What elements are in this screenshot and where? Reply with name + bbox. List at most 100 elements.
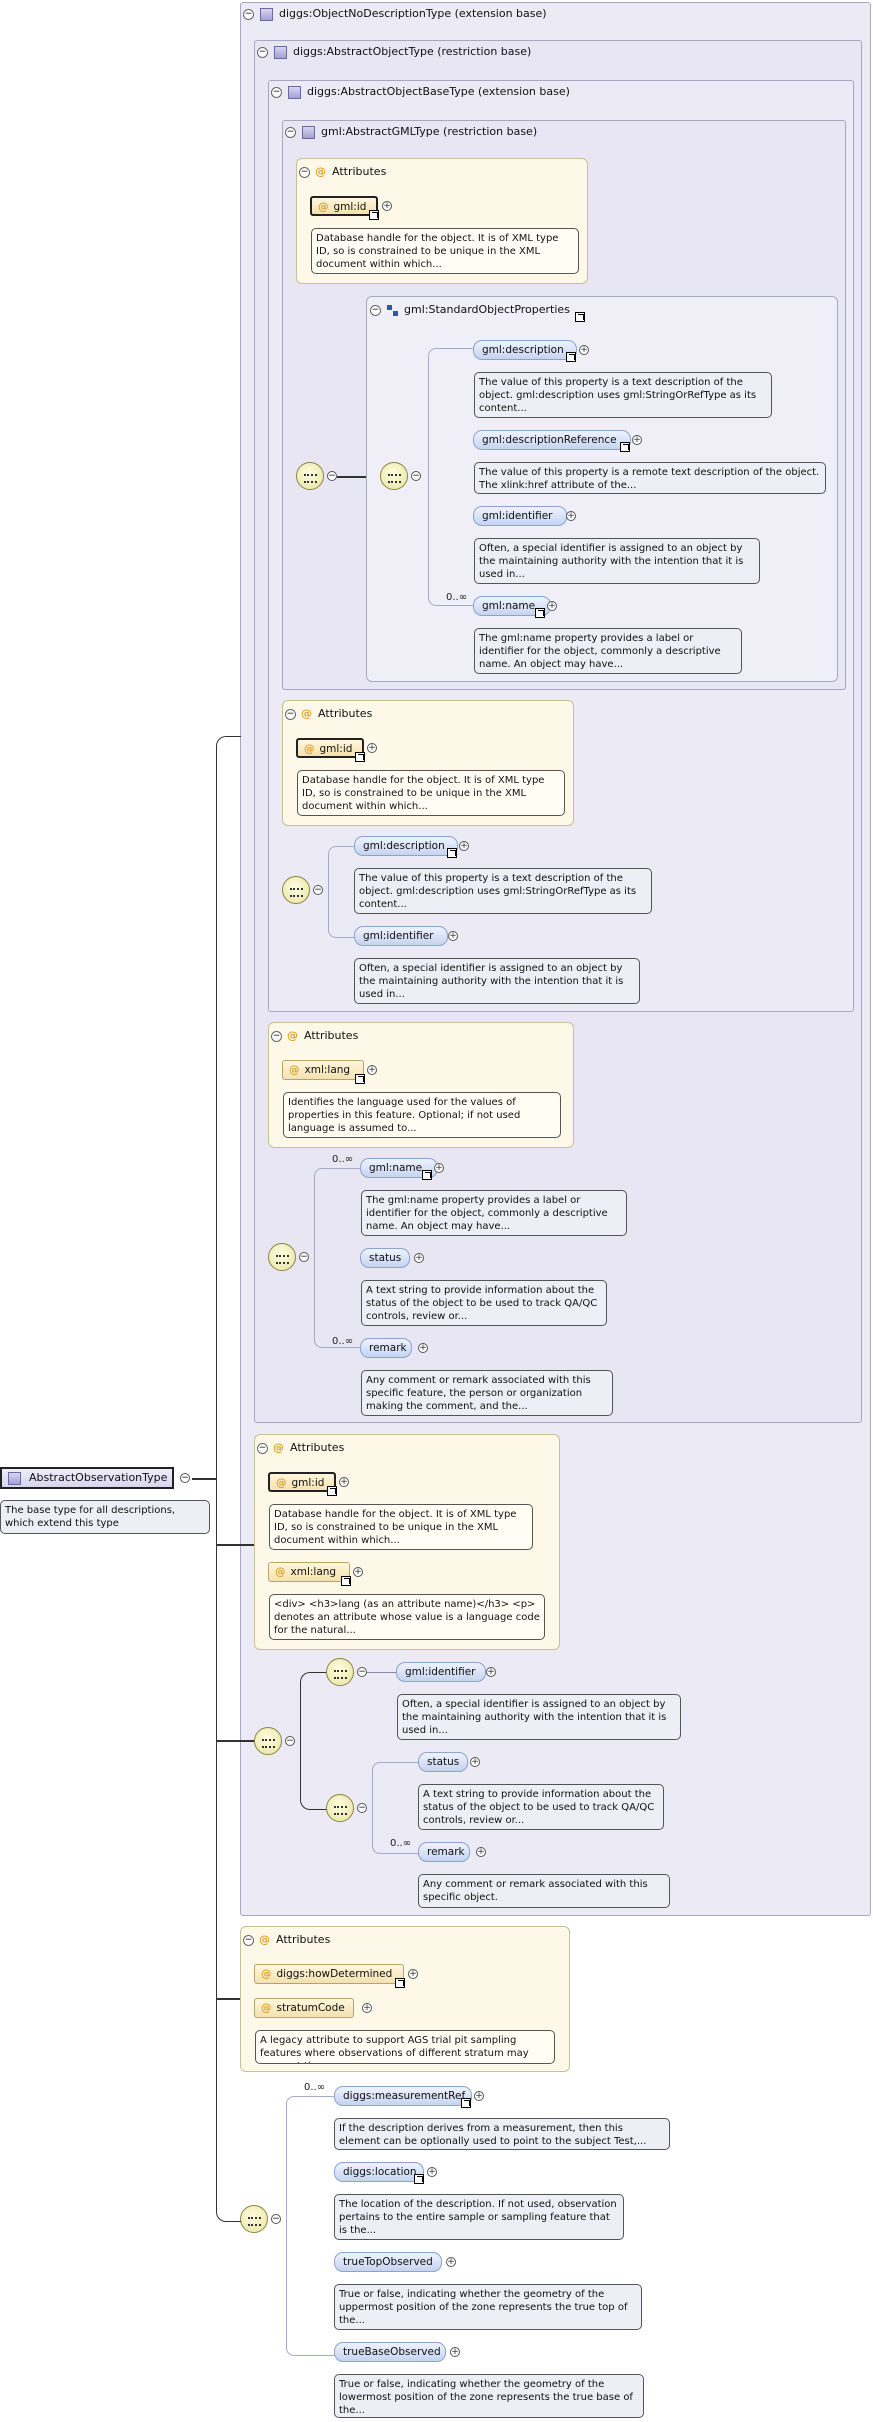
reference-link-icon[interactable]: [447, 848, 457, 858]
element-gml-identifier[interactable]: gml:identifier: [396, 1662, 486, 1682]
attributes-header[interactable]: −@Attributes: [271, 1028, 358, 1044]
collapse-toggle-icon[interactable]: −: [313, 885, 323, 895]
expand-plus-icon[interactable]: +: [459, 841, 469, 851]
attribute-xml-lang[interactable]: @xml:lang: [282, 1060, 364, 1080]
collapse-toggle-icon[interactable]: −: [299, 1252, 309, 1262]
element-gml-description[interactable]: gml:description: [354, 836, 458, 856]
reference-link-icon[interactable]: [327, 1486, 337, 1496]
attribute-gml-id[interactable]: @gml:id: [268, 1472, 336, 1492]
element-remark[interactable]: remark: [418, 1842, 470, 1862]
collapse-toggle-icon[interactable]: −: [299, 166, 310, 178]
reference-link-icon[interactable]: [355, 1074, 365, 1084]
abstractobjectbase-type-header[interactable]: −diggs:AbstractObjectBaseType (extension…: [271, 84, 570, 100]
attribute-diggs-howdetermined[interactable]: @diggs:howDetermined: [254, 1964, 404, 1984]
sequence-compositor-icon[interactable]: [296, 462, 324, 490]
reference-link-icon[interactable]: [575, 312, 585, 322]
reference-link-icon[interactable]: [535, 608, 545, 618]
sequence-compositor-icon[interactable]: [282, 876, 310, 904]
collapse-toggle-icon[interactable]: −: [411, 471, 421, 481]
expand-plus-icon[interactable]: +: [414, 1253, 424, 1263]
reference-link-icon[interactable]: [395, 1978, 405, 1988]
element-remark[interactable]: remark: [360, 1338, 412, 1358]
expand-plus-icon[interactable]: +: [427, 2167, 437, 2177]
collapse-toggle-icon[interactable]: −: [243, 1934, 254, 1946]
expand-plus-icon[interactable]: +: [486, 1667, 496, 1677]
abstractgml-type-header[interactable]: −gml:AbstractGMLType (restriction base): [285, 124, 537, 140]
collapse-toggle-icon[interactable]: −: [285, 708, 296, 720]
element-gml-name[interactable]: gml:name: [473, 596, 551, 616]
attribute-xml-lang[interactable]: @xml:lang: [268, 1562, 350, 1582]
expand-plus-icon[interactable]: +: [547, 601, 557, 611]
element-truebaseobserved[interactable]: trueBaseObserved: [334, 2342, 446, 2362]
collapse-toggle-icon[interactable]: −: [271, 86, 282, 98]
sequence-compositor-icon[interactable]: [380, 462, 408, 490]
expand-plus-icon[interactable]: +: [353, 1567, 363, 1577]
sequence-bracket: [328, 846, 355, 938]
element-status[interactable]: status: [360, 1248, 410, 1268]
attribute-gml-id[interactable]: @gml:id: [296, 738, 364, 758]
objectnodescription-type-header[interactable]: −diggs:ObjectNoDescriptionType (extensio…: [243, 6, 547, 22]
element-gml-name[interactable]: gml:name: [360, 1158, 438, 1178]
expand-plus-icon[interactable]: +: [362, 2003, 372, 2013]
standard-object-properties-header[interactable]: −gml:StandardObjectProperties: [370, 302, 570, 318]
attribute-stratumcode[interactable]: @stratumCode: [254, 1998, 354, 2018]
sequence-compositor-icon[interactable]: [326, 1658, 354, 1686]
collapse-toggle-icon[interactable]: −: [285, 126, 296, 138]
element-gml-identifier[interactable]: gml:identifier: [473, 506, 567, 526]
expand-plus-icon[interactable]: +: [476, 1847, 486, 1857]
attributes-header[interactable]: −@Attributes: [257, 1440, 344, 1456]
expand-plus-icon[interactable]: +: [566, 511, 576, 521]
reference-link-icon[interactable]: [414, 2174, 424, 2184]
collapse-toggle-icon[interactable]: −: [327, 471, 337, 481]
expand-plus-icon[interactable]: +: [339, 1477, 349, 1487]
reference-link-icon[interactable]: [355, 752, 365, 762]
reference-link-icon[interactable]: [620, 442, 630, 452]
expand-plus-icon[interactable]: +: [367, 743, 377, 753]
collapse-toggle-icon[interactable]: −: [257, 1442, 268, 1454]
attributes-header[interactable]: −@Attributes: [243, 1932, 330, 1948]
expand-plus-icon[interactable]: +: [446, 2257, 456, 2267]
expand-plus-icon[interactable]: +: [474, 2091, 484, 2101]
abstractobject-type-header[interactable]: −diggs:AbstractObjectType (restriction b…: [257, 44, 531, 60]
expand-plus-icon[interactable]: +: [470, 1757, 480, 1767]
element-label: diggs:measurementRef: [343, 2090, 466, 2102]
attributes-header[interactable]: −@Attributes: [285, 706, 372, 722]
collapse-toggle-icon[interactable]: −: [285, 1736, 295, 1746]
expand-plus-icon[interactable]: +: [367, 1065, 377, 1075]
reference-link-icon[interactable]: [566, 352, 576, 362]
element-truetopobserved[interactable]: trueTopObserved: [334, 2252, 442, 2272]
attribute-gml-id[interactable]: @gml:id: [310, 196, 378, 216]
collapse-toggle-icon[interactable]: −: [271, 2214, 281, 2224]
expand-plus-icon[interactable]: +: [450, 2347, 460, 2357]
element-diggs-measurementref[interactable]: diggs:measurementRef: [334, 2086, 472, 2106]
collapse-toggle-icon[interactable]: −: [180, 1473, 190, 1483]
collapse-toggle-icon[interactable]: −: [243, 8, 254, 20]
expand-plus-icon[interactable]: +: [418, 1343, 428, 1353]
root-type-abstractobservationtype[interactable]: AbstractObservationType: [0, 1467, 174, 1489]
expand-plus-icon[interactable]: +: [382, 201, 392, 211]
sequence-compositor-icon[interactable]: [268, 1243, 296, 1271]
element-diggs-location[interactable]: diggs:location: [334, 2162, 424, 2182]
expand-plus-icon[interactable]: +: [434, 1163, 444, 1173]
collapse-toggle-icon[interactable]: −: [357, 1803, 367, 1813]
sequence-compositor-icon[interactable]: [240, 2205, 268, 2233]
expand-plus-icon[interactable]: +: [408, 1969, 418, 1979]
element-status[interactable]: status: [418, 1752, 468, 1772]
element-gml-identifier[interactable]: gml:identifier: [354, 926, 448, 946]
sequence-compositor-icon[interactable]: [254, 1727, 282, 1755]
reference-link-icon[interactable]: [422, 1170, 432, 1180]
expand-plus-icon[interactable]: +: [448, 931, 458, 941]
collapse-toggle-icon[interactable]: −: [257, 46, 268, 58]
expand-plus-icon[interactable]: +: [632, 435, 642, 445]
sequence-compositor-icon[interactable]: [326, 1794, 354, 1822]
expand-plus-icon[interactable]: +: [579, 345, 589, 355]
element-gml-descriptionreference[interactable]: gml:descriptionReference: [473, 430, 631, 450]
element-gml-description[interactable]: gml:description: [473, 340, 577, 360]
collapse-toggle-icon[interactable]: −: [370, 304, 381, 316]
reference-link-icon[interactable]: [341, 1576, 351, 1586]
attributes-header[interactable]: −@Attributes: [299, 164, 386, 180]
collapse-toggle-icon[interactable]: −: [357, 1667, 367, 1677]
collapse-toggle-icon[interactable]: −: [271, 1030, 282, 1042]
reference-link-icon[interactable]: [461, 2098, 471, 2108]
reference-link-icon[interactable]: [369, 210, 379, 220]
